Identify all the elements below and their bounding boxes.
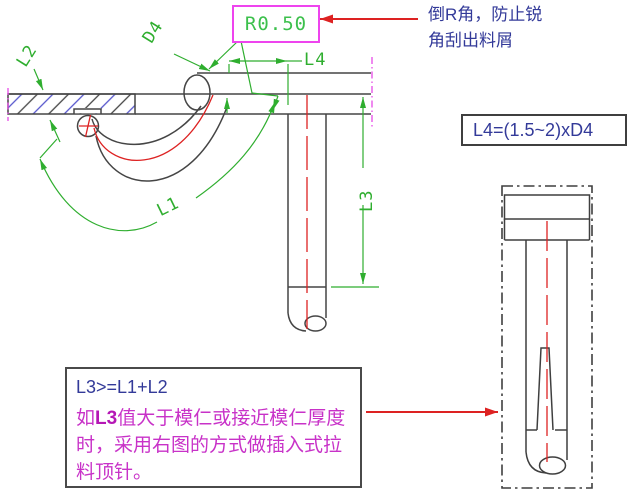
l3-formula-text: L3>=L1+L2: [76, 377, 168, 397]
plate-notch: [73, 108, 102, 114]
radius-note: 倒R角，防止锐 角刮出料屑: [428, 2, 542, 54]
dim-l2: [33, 68, 61, 159]
main-section-view: [7, 72, 371, 332]
note-line2: 时，采用右图的方式做插入式拉: [76, 435, 343, 456]
insert-plate-top: [503, 194, 591, 220]
dim-l3: [331, 97, 379, 288]
datum-lines-magenta: [7, 57, 373, 128]
dim-l4: [228, 58, 302, 105]
leader-d4: [173, 53, 211, 72]
tapered-insert: [536, 347, 554, 431]
insert-pin-body: [525, 240, 568, 475]
puller-crosshair-v: [84, 114, 92, 138]
l4-formula-box: L4=(1.5~2)xD4: [461, 114, 627, 146]
mold-plate-hatch: [7, 93, 136, 115]
note-line3: 料顶针。: [76, 462, 153, 483]
plate-notch-mask: [74, 108, 101, 114]
radius-callout-label: R0.50: [244, 13, 308, 35]
design-note-box: L3>=L1+L2 如L3值大于模仁或接近模仁厚度 时，采用右图的方式做插入式拉…: [65, 367, 362, 488]
hook-centerline: [93, 94, 214, 161]
l4-formula-text: L4=(1.5~2)xD4: [473, 119, 594, 140]
dim-l1: [39, 101, 276, 232]
hook-outer-wall: [95, 106, 228, 182]
ejector-pin: [287, 114, 327, 332]
insert-pin-view: [501, 185, 593, 489]
hook-inner-wall: [91, 105, 202, 146]
leader-r050: [208, 40, 280, 113]
callout-arrows: [320, 14, 498, 417]
radius-note-line1: 倒R角，防止锐: [428, 5, 543, 24]
dimension-lines: [33, 40, 379, 288]
dim-label-l3: L3: [357, 189, 377, 212]
runner-end-round: [183, 74, 211, 111]
insert-boundary: [501, 185, 593, 489]
radius-note-line2: 角刮出料屑: [428, 31, 513, 50]
radius-callout-box: R0.50: [232, 5, 320, 43]
centerlines-red: [79, 94, 308, 329]
design-note-text: 如L3值大于模仁或接近模仁厚度 时，采用右图的方式做插入式拉 料顶针。: [76, 405, 360, 486]
dim-label-l4: L4: [304, 50, 327, 70]
note-line1: 如L3值大于模仁或接近模仁厚度: [76, 408, 346, 429]
